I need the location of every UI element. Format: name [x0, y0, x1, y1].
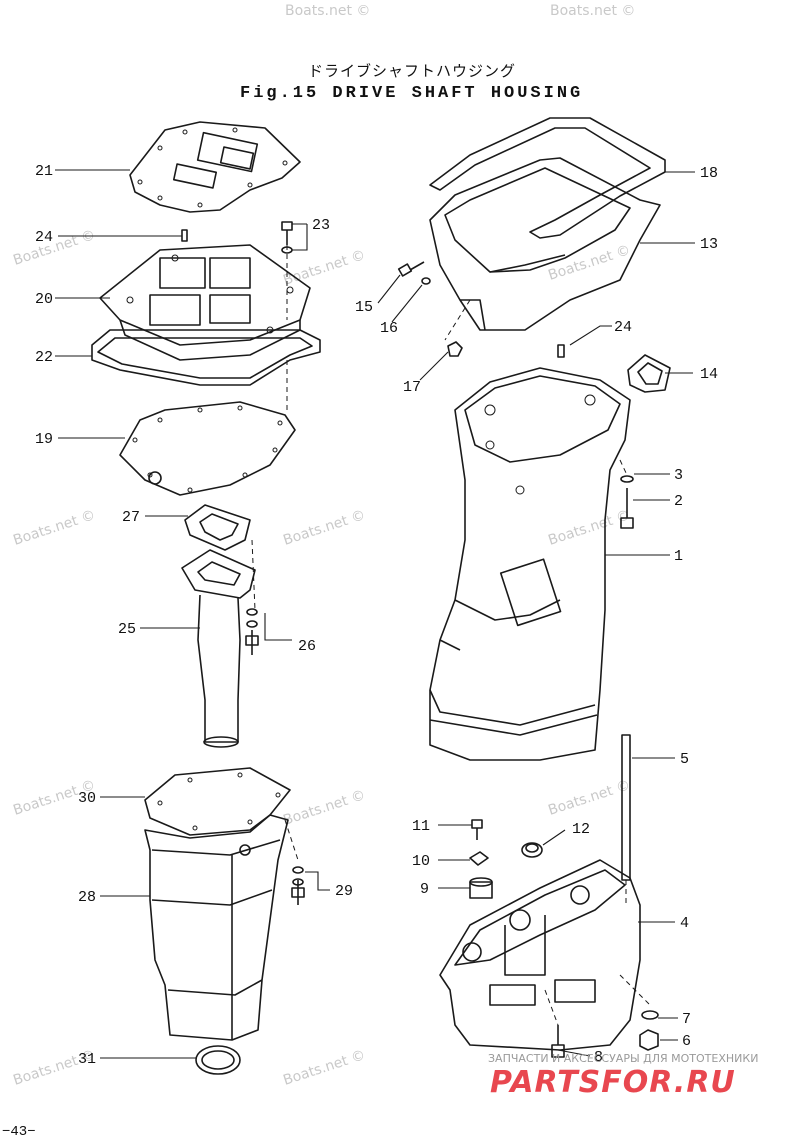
- callout-31: 31: [78, 1051, 96, 1068]
- part-14-grommet: [627, 354, 671, 393]
- page-number: −43−: [2, 1124, 36, 1140]
- callout-1: 1: [674, 548, 683, 565]
- callout-22: 22: [35, 349, 53, 366]
- part-2-bolt: [620, 488, 634, 529]
- watermark: Boats.net ©: [281, 787, 367, 829]
- part-19-gasket: [119, 401, 296, 496]
- part-22-seal: [91, 329, 321, 386]
- callout-13: 13: [700, 236, 718, 253]
- callout-7: 7: [682, 1011, 691, 1028]
- watermark: Boats.net ©: [281, 507, 367, 549]
- watermark: Boats.net ©: [281, 247, 367, 289]
- part-27-exhaust-gasket: [184, 504, 251, 551]
- watermark: Boats.net ©: [281, 1047, 367, 1089]
- callout-5: 5: [680, 751, 689, 768]
- callout-labels: 21 24 23 20 22 19 27 25 26 30 28 29 31 1…: [35, 163, 718, 1068]
- callout-9: 9: [420, 881, 429, 898]
- watermarks: Boats.net © Boats.net © Boats.net © Boat…: [11, 3, 635, 1089]
- guide-lines: [251, 245, 651, 1026]
- part-13-apron: [429, 157, 661, 331]
- callout-25: 25: [118, 621, 136, 638]
- callout-3: 3: [674, 467, 683, 484]
- brand-tagline: ЗАПЧАСТИ И АКСЕССУАРЫ ДЛЯ МОТОТЕХНИКИ: [488, 1052, 758, 1065]
- brand-logo: PARTSFOR.RU: [490, 1065, 736, 1100]
- watermark: Boats.net ©: [11, 507, 97, 549]
- title-japanese: ドライブシャフトハウジング: [308, 62, 516, 80]
- watermark: Boats.net ©: [550, 3, 635, 19]
- watermark: Boats.net ©: [546, 507, 632, 549]
- callout-18: 18: [700, 165, 718, 182]
- callout-24-right: 24: [614, 319, 632, 336]
- part-30-gasket: [144, 767, 291, 836]
- part-15-bolt: [397, 261, 425, 277]
- callout-11: 11: [412, 818, 430, 835]
- part-3-washer: [620, 475, 634, 483]
- callout-21: 21: [35, 163, 53, 180]
- part-26-bolts: [245, 608, 259, 655]
- callout-26: 26: [298, 638, 316, 655]
- callout-4: 4: [680, 915, 689, 932]
- callout-15: 15: [355, 299, 373, 316]
- part-12-grommet: [521, 842, 543, 858]
- watermark: Boats.net ©: [546, 777, 632, 819]
- part-24-pin-right: [557, 344, 565, 358]
- part-25-exhaust-pipe: [181, 549, 256, 748]
- callout-27: 27: [122, 509, 140, 526]
- leader-lines: [55, 169, 695, 1059]
- part-9-plug: [469, 877, 493, 899]
- watermark: Boats.net ©: [546, 242, 632, 284]
- callout-10: 10: [412, 853, 430, 870]
- callout-2: 2: [674, 493, 683, 510]
- callout-14: 14: [700, 366, 718, 383]
- callout-17: 17: [403, 379, 421, 396]
- callout-30: 30: [78, 790, 96, 807]
- part-24-pin-left: [181, 229, 188, 242]
- callout-16: 16: [380, 320, 398, 337]
- part-5-stud: [621, 734, 631, 881]
- callout-28: 28: [78, 889, 96, 906]
- part-18-seal-strip: [429, 117, 666, 239]
- figure-title: Fig.15 DRIVE SHAFT HOUSING: [240, 84, 583, 103]
- part-10-clip: [469, 851, 489, 866]
- part-11-screw: [471, 819, 483, 840]
- callout-12: 12: [572, 821, 590, 838]
- site-branding: ЗАПЧАСТИ И АКСЕССУАРЫ ДЛЯ МОТОТЕХНИКИ PA…: [488, 1052, 758, 1100]
- part-31-seal-ring: [195, 1045, 241, 1075]
- part-7-washer: [641, 1010, 659, 1020]
- callout-8: 8: [594, 1049, 603, 1066]
- callout-6: 6: [682, 1033, 691, 1050]
- watermark: Boats.net ©: [11, 227, 97, 269]
- callout-29: 29: [335, 883, 353, 900]
- part-20-upper-plate: [99, 244, 311, 361]
- callout-23: 23: [312, 217, 330, 234]
- callout-19: 19: [35, 431, 53, 448]
- part-17-nut: [447, 341, 463, 357]
- callout-20: 20: [35, 291, 53, 308]
- part-6-nut: [639, 1029, 659, 1051]
- part-21-gasket: [129, 121, 301, 213]
- callout-24: 24: [35, 229, 53, 246]
- part-28-muffler: [144, 814, 289, 1041]
- part-16-washer: [421, 277, 431, 285]
- part-29-bolts: [291, 866, 305, 905]
- part-1-drive-shaft-housing: [429, 367, 631, 761]
- watermark: Boats.net ©: [285, 3, 370, 19]
